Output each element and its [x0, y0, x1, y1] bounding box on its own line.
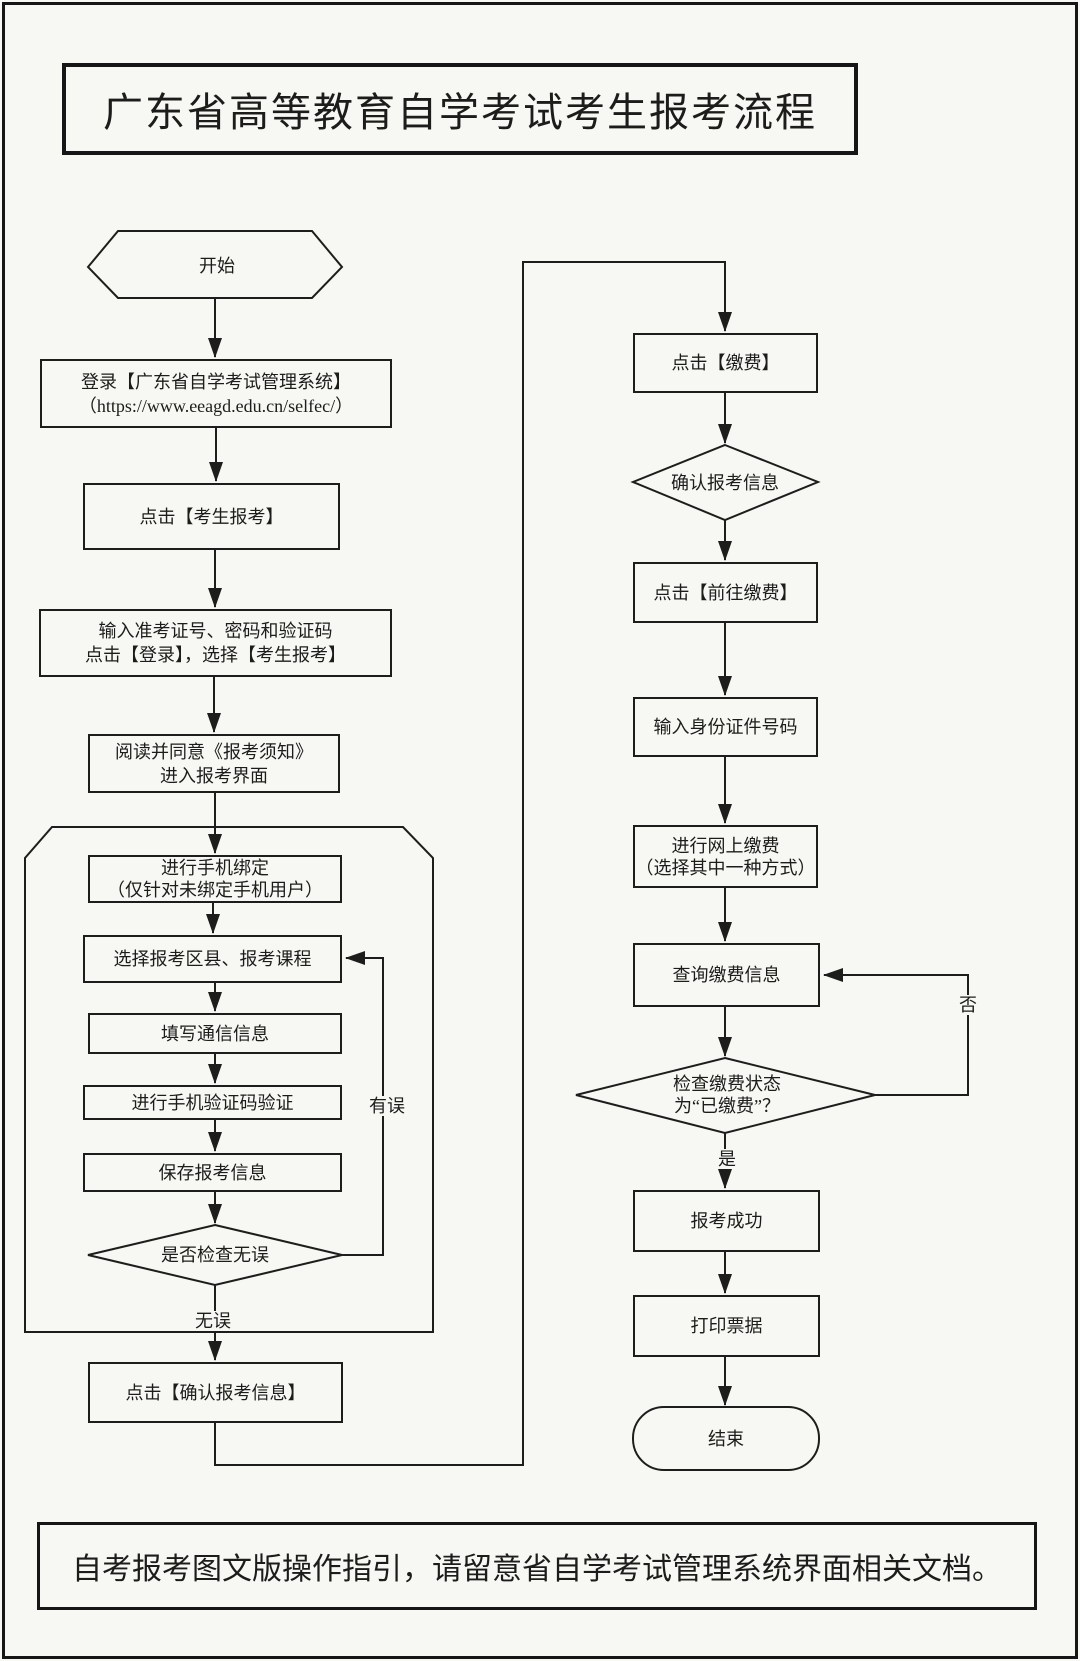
node-verify-phone-label: 进行手机验证码验证: [131, 1092, 294, 1113]
node-fill-contact: 填写通信信息: [88, 1013, 342, 1054]
node-click-pay-label: 点击【缴费】: [671, 353, 780, 373]
loop-container-shape: [24, 826, 434, 1333]
node-bind-phone: 进行手机绑定 （仅针对未绑定手机用户）: [88, 855, 342, 903]
decision-check-paid-line2: 为“已缴费”？: [674, 1096, 780, 1116]
decision-check-paid-label: 检查缴费状态 为“已缴费”？: [673, 1073, 781, 1117]
feedback-not-paid: [823, 968, 969, 1096]
node-click-register: 点击【考生报考】: [83, 483, 340, 550]
decision-check-paid-line1: 检查缴费状态: [673, 1074, 781, 1094]
node-click-pay: 点击【缴费】: [633, 333, 818, 393]
node-query-pay-label: 查询缴费信息: [672, 965, 781, 985]
node-confirm-info-label: 点击【确认报考信息】: [125, 1382, 306, 1403]
start-terminator-shape: [86, 230, 344, 299]
node-query-pay: 查询缴费信息: [633, 943, 820, 1007]
node-login-line2: （https://www.eeagd.edu.cn/selfec/）: [78, 395, 354, 416]
node-online-pay-line2: （选择其中一种方式）: [635, 857, 816, 878]
node-select-course: 选择报考区县、报考课程: [83, 935, 342, 983]
node-reg-success-label: 报考成功: [690, 1211, 763, 1231]
title-box: 广东省高等教育自学考试考生报考流程: [62, 63, 858, 155]
node-save-info: 保存报考信息: [83, 1153, 342, 1192]
node-click-register-label: 点击【考生报考】: [139, 506, 284, 527]
edge-label-yes: 是: [715, 1149, 739, 1169]
end-label: 结束: [708, 1429, 744, 1449]
node-read-notice-line1: 阅读并同意《报考须知》: [115, 741, 313, 762]
start-label: 开始: [199, 256, 235, 276]
node-login-system: 登录【广东省自学考试管理系统】 （https://www.eeagd.edu.c…: [40, 359, 392, 428]
footer-notice-text: 自考报考图文版操作指引，请留意省自学考试管理系统界面相关文档。: [72, 1553, 1002, 1586]
node-print-receipt-label: 打印票据: [690, 1316, 763, 1336]
node-fill-contact-label: 填写通信信息: [161, 1023, 269, 1044]
node-input-credentials-line1: 输入准考证号、密码和验证码: [98, 621, 333, 641]
node-input-credentials: 输入准考证号、密码和验证码 点击【登录】，选择【考生报考】: [39, 609, 392, 677]
node-confirm-info: 点击【确认报考信息】: [88, 1362, 343, 1423]
page-title: 广东省高等教育自学考试考生报考流程: [103, 90, 817, 135]
node-login-line1: 登录【广东省自学考试管理系统】: [81, 371, 351, 392]
decision-check-ok-label: 是否检查无误: [161, 1245, 269, 1265]
node-input-id: 输入身份证件号码: [633, 697, 818, 757]
decision-confirm-reg-label: 确认报考信息: [671, 473, 779, 493]
node-read-notice-line2: 进入报考界面: [160, 765, 268, 786]
edge-label-no: 否: [956, 995, 980, 1015]
node-print-receipt: 打印票据: [633, 1295, 820, 1357]
node-reg-success: 报考成功: [633, 1190, 820, 1252]
node-goto-pay: 点击【前往缴费】: [633, 562, 818, 623]
node-read-notice: 阅读并同意《报考须知》 进入报考界面: [88, 734, 340, 793]
connector-columns: [214, 261, 732, 1466]
edge-label-has-error: 有误: [366, 1096, 408, 1116]
end-terminator-shape: [632, 1406, 820, 1471]
node-online-pay-line1: 进行网上缴费: [671, 835, 780, 856]
edge-label-no-error: 无误: [192, 1311, 234, 1331]
node-bind-phone-line1: 进行手机绑定: [161, 858, 269, 878]
node-bind-phone-line2: （仅针对未绑定手机用户）: [107, 880, 323, 900]
node-select-course-label: 选择报考区县、报考课程: [113, 949, 312, 969]
node-input-credentials-line2: 点击【登录】，选择【考生报考】: [85, 645, 346, 665]
footer-notice-box: 自考报考图文版操作指引，请留意省自学考试管理系统界面相关文档。: [37, 1522, 1037, 1610]
node-input-id-label: 输入身份证件号码: [653, 717, 798, 737]
node-verify-phone: 进行手机验证码验证: [83, 1085, 342, 1120]
node-save-info-label: 保存报考信息: [158, 1162, 267, 1183]
node-online-pay: 进行网上缴费 （选择其中一种方式）: [633, 825, 818, 888]
node-goto-pay-label: 点击【前往缴费】: [653, 582, 798, 603]
